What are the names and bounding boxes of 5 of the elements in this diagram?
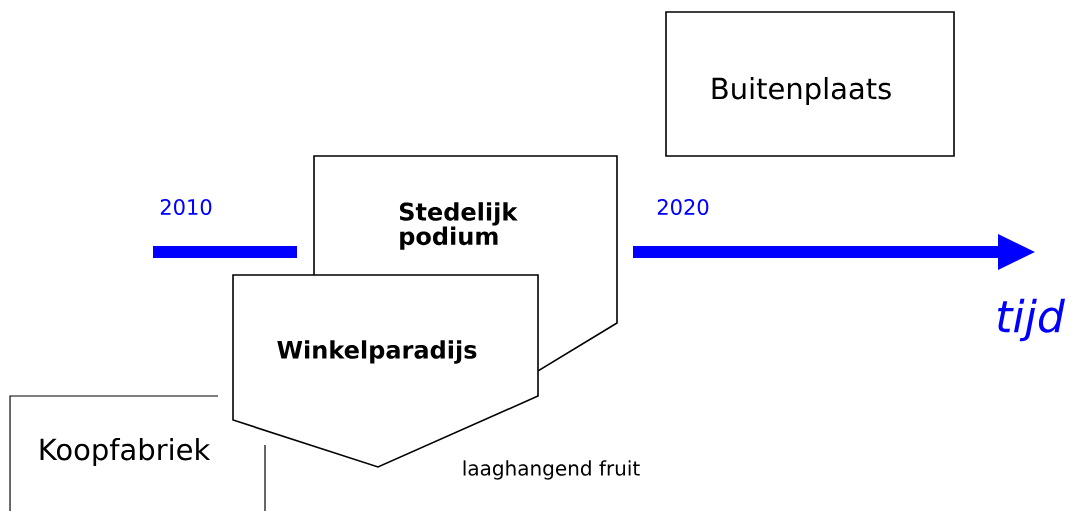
axis-label: tijd <box>998 298 1065 342</box>
year-label: 2010 <box>160 199 212 215</box>
year-label: 2020 <box>657 199 709 215</box>
box: Buitenplaats <box>665 11 955 157</box>
box: Koopfabriek <box>9 395 266 511</box>
